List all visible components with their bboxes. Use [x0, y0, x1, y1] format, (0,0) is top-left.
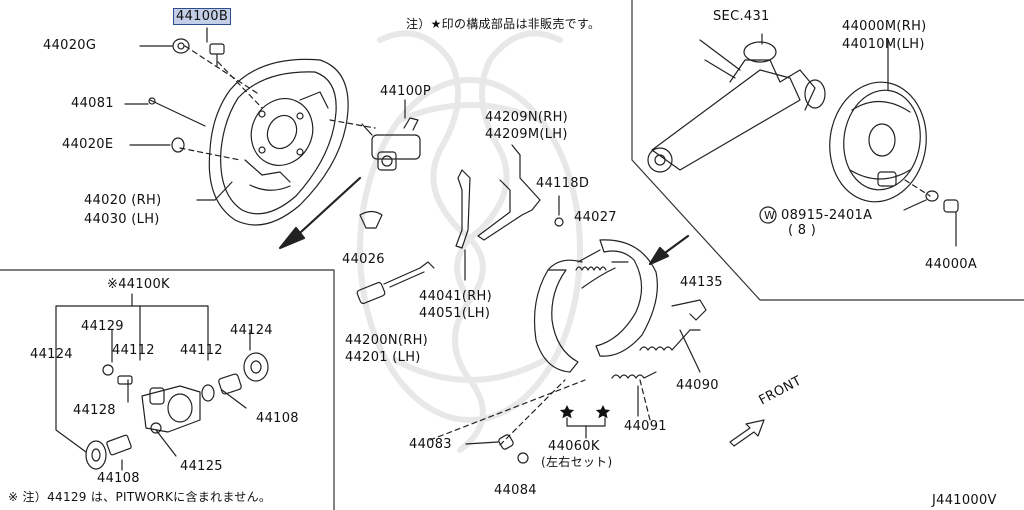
- part-label-44135[interactable]: 44135: [680, 275, 723, 290]
- bottom-note: ※ 注）44129 は、PITWORKに含まれません。: [8, 490, 272, 504]
- part-label-44020e[interactable]: 44020E: [62, 137, 114, 152]
- part-label-44051[interactable]: 44051(LH): [419, 306, 491, 321]
- wheel-cylinder: [361, 99, 421, 171]
- part-label-44118d[interactable]: 44118D: [536, 176, 590, 191]
- retainer-cup: [517, 452, 529, 464]
- nut-part: [172, 38, 190, 54]
- front-arrow-left: [278, 176, 362, 250]
- part-label-44091[interactable]: 44091: [624, 419, 667, 434]
- part-label-44081[interactable]: 44081: [71, 96, 114, 111]
- part-label-44020-rh[interactable]: 44020 (RH): [84, 193, 162, 208]
- hold-down-pin: [465, 434, 514, 450]
- adjuster-lever: [477, 144, 541, 241]
- return-spring: [575, 266, 607, 271]
- watermark-emblem: [357, 30, 583, 453]
- kit-label-44125[interactable]: 44125: [180, 459, 223, 474]
- star-marks: [559, 405, 611, 419]
- diagram-code: J441000V: [932, 493, 997, 508]
- part-label-08915[interactable]: 08915-2401A: [781, 208, 873, 223]
- kit-label-44124-left[interactable]: 44124: [30, 347, 73, 362]
- pin-part: [148, 97, 206, 127]
- kit-label-44108-right[interactable]: 44108: [256, 411, 299, 426]
- washer-letter: W: [764, 209, 776, 222]
- adjuster-spring: [611, 371, 657, 417]
- part-label-44084[interactable]: 44084: [494, 483, 537, 498]
- bolt-part: [209, 43, 225, 67]
- kit-label-44128[interactable]: 44128: [73, 403, 116, 418]
- kit-bracket: [566, 417, 606, 439]
- part-label-44100p[interactable]: 44100P: [380, 84, 431, 99]
- spring-clip: [359, 210, 383, 229]
- part-label-44060k-sub: (左右セット): [541, 455, 613, 469]
- part-label-44000m[interactable]: 44000M(RH): [842, 19, 927, 34]
- clip-part: [171, 137, 185, 153]
- washer-quantity: ( 8 ): [788, 223, 817, 238]
- part-label-44027[interactable]: 44027: [574, 210, 617, 225]
- kit-label-44108-bottom[interactable]: 44108: [97, 471, 140, 486]
- part-label-44030-lh[interactable]: 44030 (LH): [84, 212, 160, 227]
- adjuster-assembly: [356, 261, 435, 305]
- kit-label-44112-right[interactable]: 44112: [180, 343, 223, 358]
- part-label-44201[interactable]: 44201 (LH): [345, 350, 421, 365]
- section-label-sec431[interactable]: SEC.431: [713, 9, 770, 24]
- kit-label-44129[interactable]: 44129: [81, 319, 124, 334]
- front-arrow-center: [648, 234, 690, 266]
- washer-symbol: [759, 206, 777, 224]
- part-label-44209n[interactable]: 44209N(RH): [485, 110, 569, 125]
- part-label-44000a[interactable]: 44000A: [925, 257, 978, 272]
- leader-ticks: [124, 27, 233, 201]
- hub-bolt: [903, 190, 959, 247]
- top-note: 注）★印の構成部品は非販売です。: [406, 17, 601, 31]
- kit-title[interactable]: ※44100K: [107, 277, 170, 292]
- part-label-44200n[interactable]: 44200N(RH): [345, 333, 429, 348]
- part-label-44090[interactable]: 44090: [676, 378, 719, 393]
- part-label-44020g[interactable]: 44020G: [43, 38, 97, 53]
- part-label-44041[interactable]: 44041(RH): [419, 289, 493, 304]
- brake-shoes: [533, 239, 658, 373]
- front-arrow-bottom: [729, 419, 765, 447]
- hook-spring: [671, 299, 707, 321]
- small-washer: [554, 195, 564, 227]
- part-label-44010m[interactable]: 44010M(LH): [842, 37, 925, 52]
- parking-strut: [455, 169, 471, 281]
- leader-lines-center: [429, 379, 651, 446]
- brake-drum: [829, 39, 927, 203]
- kit-leader-lines: [55, 293, 251, 471]
- backing-plate: [208, 58, 349, 226]
- kit-label-44112-left[interactable]: 44112: [112, 343, 155, 358]
- rear-axle: [647, 33, 826, 173]
- part-label-44026[interactable]: 44026: [342, 252, 385, 267]
- kit-parts: [85, 352, 269, 470]
- lower-spring: [639, 329, 701, 373]
- part-label-44100b[interactable]: 44100B: [172, 8, 232, 25]
- kit-label-44124-right[interactable]: 44124: [230, 323, 273, 338]
- part-label-44209m[interactable]: 44209M(LH): [485, 127, 568, 142]
- part-label-44060k[interactable]: 44060K: [548, 439, 600, 454]
- leader-lines-left: [179, 45, 376, 161]
- leader-lines-right: [904, 179, 931, 197]
- part-label-44083[interactable]: 44083: [409, 437, 452, 452]
